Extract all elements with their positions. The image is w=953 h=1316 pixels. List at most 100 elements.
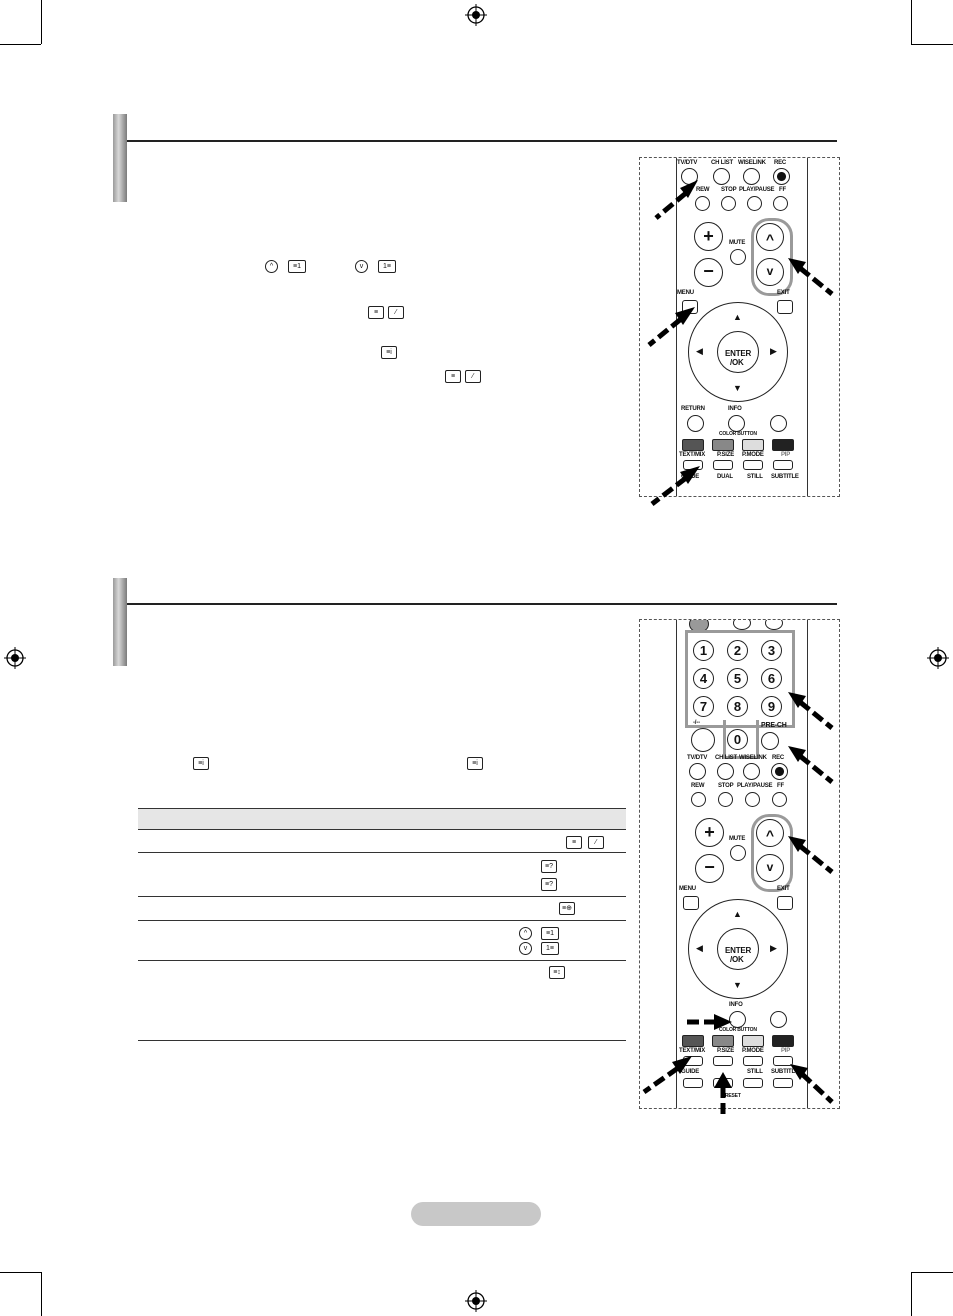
rew-button[interactable] [691,792,706,807]
p-size-button[interactable] [713,1056,733,1066]
number-2-button[interactable]: 2 [727,640,748,661]
blue-color-button[interactable] [772,1035,794,1047]
stop-button[interactable] [718,792,733,807]
channel-up-icon: ^ [519,927,532,940]
crop-mark [911,44,953,45]
wiselink-button[interactable] [743,763,760,780]
number-6-button[interactable]: 6 [761,668,782,689]
crop-mark [911,1272,953,1273]
rec-button[interactable] [773,168,790,185]
registration-mark-icon [465,1290,487,1312]
crop-mark [0,44,41,45]
blue-color-button[interactable] [772,439,794,451]
exit-button[interactable] [777,896,793,910]
subtitle-button[interactable] [773,1078,793,1088]
pip-label: PIP [781,452,791,458]
green-color-button[interactable] [712,1035,734,1047]
play-pause-button[interactable] [747,196,762,211]
menu-label: MENU [677,290,694,296]
pip-button[interactable] [773,460,793,470]
p-size-label: P.SIZE [717,452,735,458]
anynet-button[interactable] [770,1011,787,1028]
mute-button[interactable] [730,249,746,265]
p-mode-label: P.MODE [742,1048,764,1054]
menu-button[interactable] [683,896,699,910]
channel-down-button[interactable]: v [756,258,784,286]
number-7-button[interactable]: 7 [693,696,714,717]
reset-label: RESET [725,1093,741,1099]
arrow-right-icon: ▶ [770,943,777,953]
pip-label: PIP [781,1048,791,1054]
guide-label: GUIDE [681,1069,700,1075]
source-button[interactable] [733,620,751,630]
tv-button[interactable] [765,620,783,630]
channel-down-button[interactable]: v [756,854,784,882]
ok-label: /OK [730,358,744,367]
rew-button[interactable] [695,196,710,211]
volume-down-button[interactable]: − [695,854,724,883]
tv-dtv-button[interactable] [689,763,706,780]
remote-body: 1 2 3 4 5 6 7 8 9 -/-- 0 PRE-CH TV/DTV C… [676,620,808,1108]
volume-up-button[interactable]: + [695,818,724,847]
red-color-button[interactable] [682,1035,704,1047]
channel-up-icon: ^ [265,260,278,273]
play-pause-button[interactable] [745,792,760,807]
remote-body: TV/DTV CH LIST WISELINK REC REW STOP PLA… [676,158,808,496]
green-color-button[interactable] [712,439,734,451]
number-0-button[interactable]: 0 [727,729,748,750]
pre-ch-button[interactable] [761,732,779,750]
volume-down-button[interactable]: − [694,258,723,287]
color-button-label: COLOR BUTTON [719,431,757,437]
stop-button[interactable] [721,196,736,211]
pointer-arrow-icon [788,836,834,874]
p-size-button[interactable] [713,460,733,470]
channel-up-button[interactable]: ^ [756,223,784,251]
number-9-button[interactable]: 9 [761,696,782,717]
enter-ok-button[interactable] [717,331,759,373]
rec-button[interactable] [771,763,788,780]
ff-button[interactable] [772,792,787,807]
number-8-button[interactable]: 8 [727,696,748,717]
enter-ok-button[interactable] [717,928,759,970]
channel-up-button[interactable]: ^ [756,819,784,847]
yellow-color-button[interactable] [742,439,764,451]
pip-button[interactable] [773,1056,793,1066]
mix-icon: ⁄ [465,370,481,383]
info-button[interactable] [728,415,745,432]
info-button[interactable] [729,1011,746,1028]
anynet-button[interactable] [770,415,787,432]
number-5-button[interactable]: 5 [727,668,748,689]
p-mode-button[interactable] [743,1056,763,1066]
teletext-index-icon: ≡i [193,757,209,770]
mix-icon: ⁄ [388,306,404,319]
p-mode-label: P.MODE [742,452,764,458]
ff-label: FF [777,783,784,789]
ch-list-button[interactable] [717,763,734,780]
exit-button[interactable] [777,300,793,314]
number-4-button[interactable]: 4 [693,668,714,689]
ch-list-button[interactable] [713,168,730,185]
crop-mark [41,0,42,44]
yellow-color-button[interactable] [742,1035,764,1047]
teletext-icon: ≡ [368,306,384,319]
red-color-button[interactable] [682,439,704,451]
number-1-button[interactable]: 1 [693,640,714,661]
return-button[interactable] [687,415,704,432]
page-down-icon: 1≡ [378,260,396,273]
volume-up-button[interactable]: + [694,222,723,251]
remote-illustration-top: TV/DTV CH LIST WISELINK REC REW STOP PLA… [639,157,840,497]
p-mode-button[interactable] [743,460,763,470]
number-3-button[interactable]: 3 [761,640,782,661]
dash-button[interactable] [691,728,715,752]
arrow-left-icon: ◀ [696,346,703,356]
arrow-left-icon: ◀ [696,943,703,953]
still-button[interactable] [743,1078,763,1088]
wiselink-button[interactable] [743,168,760,185]
guide-button[interactable] [683,1078,703,1088]
ff-button[interactable] [773,196,788,211]
wiselink-label: WISELINK [739,755,767,761]
mute-button[interactable] [730,845,746,861]
teletext-index-icon: ≡i [381,346,397,359]
dash-label: -/-- [693,720,700,726]
stop-label: STOP [718,783,734,789]
